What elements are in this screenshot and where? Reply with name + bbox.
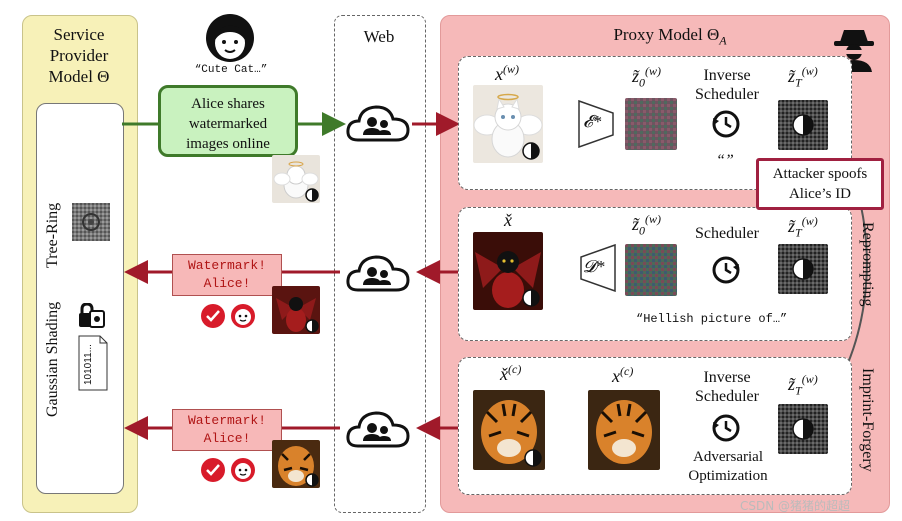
alice-shares-line2: watermarked <box>188 116 268 132</box>
decoder-trapezoid <box>580 244 616 292</box>
detection-box-row3: Watermark! Alice! <box>172 409 282 451</box>
row2-devil-cat-image <box>473 232 543 310</box>
row2-z0-latent-image <box>625 244 677 296</box>
detection-box-row2: Watermark! Alice! <box>172 254 282 296</box>
service-provider-title-line2: Provider <box>49 46 109 65</box>
row3-zT-noise-image <box>778 404 828 454</box>
detection-row2-check-and-face-icons <box>201 304 255 328</box>
detection-row3-line2: Alice! <box>203 431 251 446</box>
decoder-label: 𝓓* <box>583 257 605 276</box>
row3-inverse-clock-icon <box>712 414 740 442</box>
imprint-forgery-side-label: Imprint-Forgery <box>859 368 876 472</box>
row2-x-check-label: x̌ <box>504 210 512 230</box>
web-cloud-users-icon-row2 <box>346 255 410 292</box>
alice-shares-line3: images online <box>186 136 270 152</box>
proxy-model-title: Proxy Model ΘA <box>560 24 780 51</box>
row2-scheduler-label: Scheduler <box>695 225 759 242</box>
row1-zT-noise-image <box>778 100 828 150</box>
proxy-model-title-text: Proxy Model Θ <box>613 25 720 44</box>
row2-zT-label: z̃T(w) <box>788 214 818 240</box>
spoof-line1: Attacker spoofs <box>772 166 868 182</box>
service-provider-title-line3: Model Θ <box>48 67 110 86</box>
detection-row3-check-and-face-icons <box>201 458 255 482</box>
spoof-line2: Alice’s ID <box>788 186 852 202</box>
service-provider-title-line1: Service <box>53 25 105 44</box>
detection-row3-tiger-thumbnail <box>272 440 320 488</box>
tree-ring-noise-image <box>72 203 110 241</box>
row3-zT-label: z̃T(w) <box>788 372 818 398</box>
alice-prompt-text: “Cute Cat…” <box>194 64 268 76</box>
detection-row2-line1: Watermark! <box>187 258 266 273</box>
reprompting-side-label: Reprompting <box>859 222 876 307</box>
row2-clock-icon <box>712 256 740 284</box>
alice-shares-box: Alice shares watermarked images online <box>158 85 298 157</box>
bitstring-document-icon <box>78 335 108 391</box>
row2-z0-label: z̃0(w) <box>632 212 662 238</box>
row3-clean-tiger-image <box>588 390 660 470</box>
encoder-label: 𝓔* <box>583 112 602 131</box>
csdn-watermark: CSDN @猪猪的超超 <box>740 499 851 513</box>
row3-x-check-c-label: x̌(c) <box>500 362 522 384</box>
row3-x-c-label: x(c) <box>612 364 634 386</box>
web-title: Web <box>363 27 395 46</box>
web-cloud-users-icon-row3 <box>346 411 410 448</box>
attacker-spoofs-box: Attacker spoofs Alice’s ID <box>756 158 884 210</box>
row1-z0-latent-image <box>625 98 677 150</box>
alice-shared-cat-thumbnail <box>272 155 320 203</box>
row1-watermarked-cat-image <box>473 85 543 163</box>
row1-inverse-clock-icon <box>712 110 740 138</box>
row1-empty-prompt: “” <box>716 152 734 169</box>
row1-zT-label: z̃T(w) <box>788 64 818 90</box>
service-provider-detector-box <box>36 103 124 494</box>
lock-key-icon <box>79 303 105 328</box>
encoder-trapezoid <box>578 100 614 148</box>
proxy-model-title-sub: A <box>719 33 727 48</box>
service-provider-title: Service Provider Model Θ <box>22 24 136 87</box>
detection-row2-devil-cat-thumbnail <box>272 286 320 334</box>
row3-forged-tiger-image <box>473 390 545 470</box>
row2-hellish-prompt: “Hellish picture of…” <box>636 312 788 326</box>
alice-shares-line1: Alice shares <box>191 96 265 112</box>
detection-row3-line1: Watermark! <box>187 413 266 428</box>
alice-avatar-icon <box>206 14 254 62</box>
row1-z0-label: z̃0(w) <box>632 64 662 90</box>
row2-zT-noise-image <box>778 244 828 294</box>
detection-row2-line2: Alice! <box>203 276 251 291</box>
web-cloud-users-icon-row1 <box>346 105 410 142</box>
row1-x-w-label: x(w) <box>495 62 519 84</box>
